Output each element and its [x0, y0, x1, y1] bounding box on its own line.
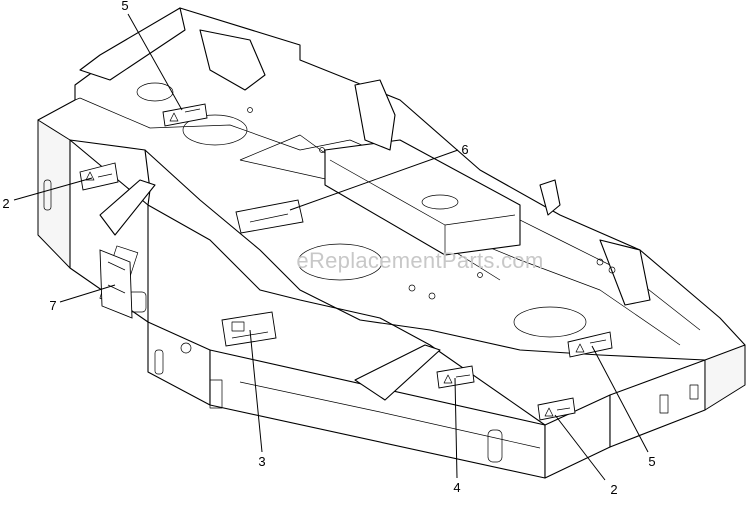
callout-3: 3 [258, 454, 265, 469]
decal-3-front [221, 311, 277, 347]
decal-2-right [537, 397, 576, 421]
watermark-text: eReplacementParts.com [296, 248, 543, 273]
decal-4-front [436, 365, 475, 389]
callout-2-left: 2 [2, 196, 9, 211]
callout-4: 4 [453, 480, 460, 495]
decal-2-left [79, 162, 119, 191]
decal-5-rear [162, 103, 208, 127]
leader-lines [13, 13, 649, 481]
decal-7-side [99, 249, 133, 319]
decal-group [79, 103, 613, 421]
callout-5-right: 5 [648, 454, 655, 469]
decal-5-right [567, 331, 613, 358]
mower-deck-housing [37, 7, 746, 479]
callout-6: 6 [461, 142, 468, 157]
callout-7: 7 [49, 298, 56, 313]
callout-5-rear: 5 [121, 0, 128, 13]
callout-2-right: 2 [610, 482, 617, 497]
decal-6-center [235, 199, 304, 234]
callouts: 5 6 2 7 3 4 2 5 [2, 0, 655, 497]
